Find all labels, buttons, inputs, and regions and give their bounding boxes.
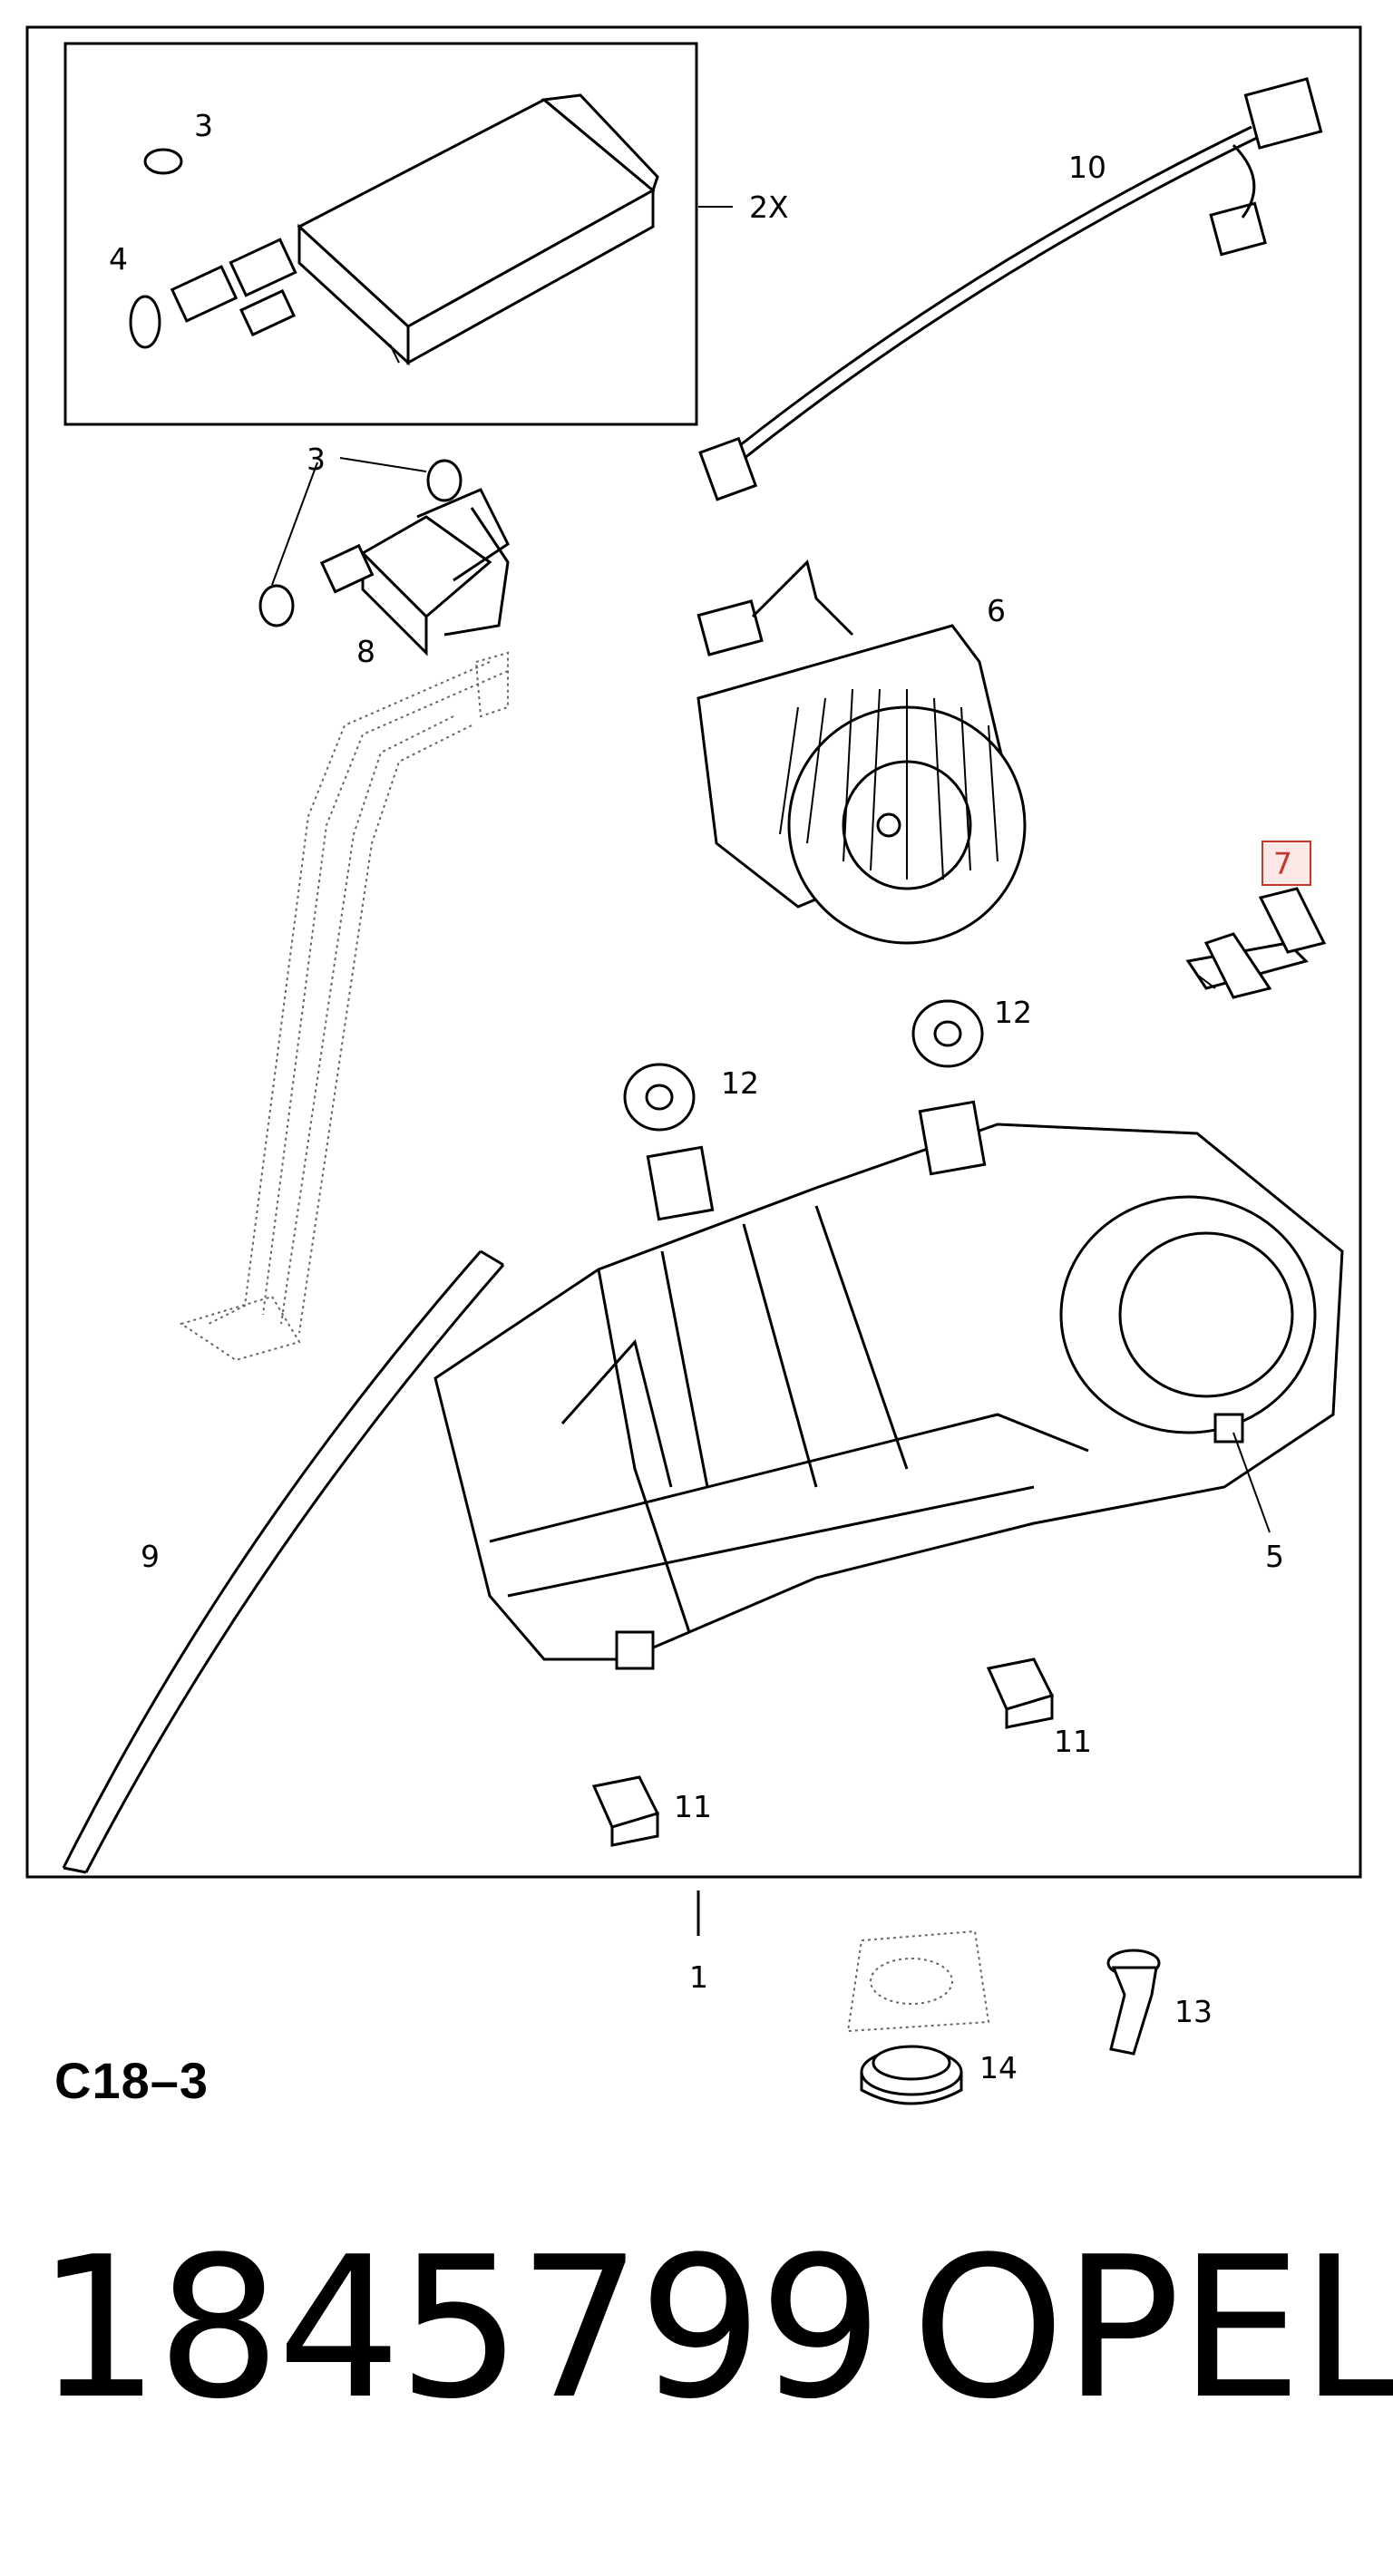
callout-12-right: 12 <box>994 995 1032 1030</box>
callout-6: 6 <box>987 593 1006 628</box>
callout-10: 10 <box>1068 150 1106 185</box>
callout-9: 9 <box>141 1539 160 1574</box>
part-9-hose <box>62 1249 505 1874</box>
part-12-bushing-b <box>623 1063 696 1132</box>
callout-3-lower: 3 <box>307 442 326 477</box>
callout-4: 4 <box>109 241 128 277</box>
heater-core-ghost <box>179 651 509 1362</box>
part-10-harness <box>698 77 1323 501</box>
leader-5 <box>1232 1432 1271 1533</box>
callout-7: 7 <box>1273 846 1292 881</box>
part-11-clip-a <box>986 1657 1055 1729</box>
callout-3-upper: 3 <box>194 108 213 143</box>
callout-11-right: 11 <box>1054 1724 1092 1759</box>
diagram-code: C18–3 <box>54 2052 209 2109</box>
callout-12-left: 12 <box>721 1065 759 1101</box>
callout-2x: 2X <box>749 190 789 225</box>
part-13-grommet <box>1106 1949 1161 2056</box>
part-number: 1845799 <box>36 2214 883 2442</box>
part-2-module <box>129 93 659 366</box>
main-frame <box>25 25 1362 1879</box>
part-6-blower <box>696 559 1027 945</box>
callout-5: 5 <box>1265 1539 1284 1574</box>
callout-7-highlight <box>1261 841 1311 886</box>
inset-frame <box>63 42 698 426</box>
callout-14: 14 <box>979 2050 1018 2085</box>
callout-1: 1 <box>689 1959 708 1995</box>
part-12-bushing-a <box>911 999 984 1068</box>
callout-8: 8 <box>356 634 375 669</box>
part-14-filter <box>846 1930 990 2105</box>
brand-name: OPEL <box>911 2214 1393 2442</box>
part-8-valve <box>258 457 510 656</box>
callout-11-left: 11 <box>674 1789 712 1824</box>
part-5-housing <box>433 1100 1344 1670</box>
callout-13: 13 <box>1174 1994 1213 2029</box>
part-11-clip-b <box>591 1775 660 1847</box>
part-7-sensor <box>1185 887 1327 999</box>
